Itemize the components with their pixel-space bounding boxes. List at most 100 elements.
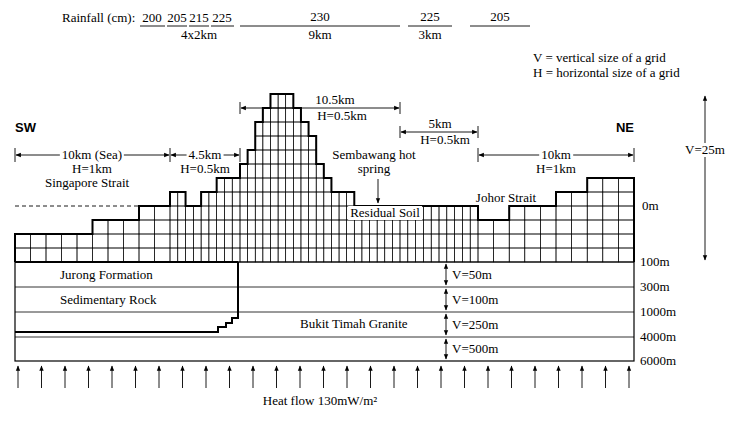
grid-cell <box>556 192 572 206</box>
grid-cell <box>331 248 339 262</box>
grid-cell <box>455 248 463 262</box>
grid-cell <box>263 248 271 262</box>
grid-cell <box>439 220 447 234</box>
heat-arrow <box>182 366 183 388</box>
grid-cell <box>286 136 294 150</box>
grid-cell <box>408 248 416 262</box>
heat-arrow <box>253 366 254 388</box>
grid-cell <box>556 206 572 220</box>
layer-name: Sedimentary Rock <box>60 293 156 307</box>
grid-cell <box>316 178 324 192</box>
grid-cell <box>201 206 209 220</box>
grid-cell <box>455 206 463 220</box>
grid-cell <box>400 234 408 248</box>
grid-cell <box>324 234 332 248</box>
grid-cell <box>108 248 124 262</box>
grid-cell <box>15 248 31 262</box>
water-name: Singapore Strait <box>45 176 129 190</box>
grid-cell <box>278 150 286 164</box>
grid-cell <box>462 234 470 248</box>
grid-cell <box>232 234 240 248</box>
grid-cell <box>385 248 393 262</box>
grid-cell <box>416 248 424 262</box>
heat-arrow <box>582 366 583 388</box>
dimension-lines <box>15 26 705 359</box>
grid-size: V=50m <box>452 268 492 282</box>
grid-cell <box>255 164 263 178</box>
grid-cell <box>324 206 332 220</box>
grid-cell <box>478 220 494 234</box>
grid-cell <box>286 206 294 220</box>
grid-cell <box>362 234 370 248</box>
grid-cell <box>232 192 240 206</box>
grid-cell <box>124 248 140 262</box>
grid-cell <box>286 122 294 136</box>
grid-cell <box>309 164 317 178</box>
grid-cell <box>370 248 378 262</box>
grid-cell <box>286 192 294 206</box>
grid-cell <box>309 192 317 206</box>
rainfall-span: 3km <box>418 28 441 42</box>
grid-cell <box>572 248 588 262</box>
grid-cell <box>431 206 439 220</box>
grid-cell <box>309 220 317 234</box>
grid-size: V=100m <box>452 293 498 307</box>
grid-cell <box>62 234 78 248</box>
grid-cell <box>618 206 634 220</box>
heat-arrow <box>300 366 301 388</box>
heat-flow-arrows <box>18 366 629 388</box>
grid-cell <box>270 234 278 248</box>
grid-cell <box>286 178 294 192</box>
grid-cell <box>509 206 525 220</box>
grid-size: H=0.5km <box>317 109 367 123</box>
grid-cell <box>431 220 439 234</box>
grid-cell <box>385 220 393 234</box>
dimension: 10.5km <box>315 93 354 107</box>
grid-cell <box>209 220 217 234</box>
grid-cell <box>603 248 619 262</box>
grid-cell <box>278 248 286 262</box>
heat-arrow <box>629 366 630 388</box>
direction: NE <box>616 121 634 135</box>
grid-cell <box>270 164 278 178</box>
grid-cell <box>240 234 248 248</box>
grid-cell <box>470 234 478 248</box>
grid-cell <box>293 206 301 220</box>
grid-cell <box>240 206 248 220</box>
grid-cell <box>301 178 309 192</box>
grid-cell <box>93 220 109 234</box>
grid-cell <box>248 206 256 220</box>
grid-cell <box>186 206 194 220</box>
grid-cell <box>301 150 309 164</box>
heat-arrow <box>112 366 113 388</box>
grid-cell <box>255 234 263 248</box>
grid-cell <box>286 94 294 108</box>
grid-cell <box>354 248 362 262</box>
grid-cell <box>293 136 301 150</box>
depth-mark: 4000m <box>640 330 676 344</box>
grid-cell <box>423 234 431 248</box>
grid-cell <box>93 248 109 262</box>
grid-cell <box>278 122 286 136</box>
grid-cell <box>392 248 400 262</box>
grid-cell <box>278 206 286 220</box>
grid-cell <box>525 220 541 234</box>
grid-cell <box>331 234 339 248</box>
grid-cell <box>170 206 178 220</box>
grid-size: V=25m <box>683 143 727 157</box>
grid-cell <box>286 220 294 234</box>
grid-cell <box>224 234 232 248</box>
grid-cell <box>270 108 278 122</box>
grid-cell <box>270 206 278 220</box>
grid-cell <box>255 192 263 206</box>
grid-cell <box>293 122 301 136</box>
model-grid <box>15 94 634 262</box>
heat-arrow <box>276 366 277 388</box>
dimension: 5km <box>428 117 451 131</box>
layer-name: Jurong Formation <box>60 268 153 282</box>
grid-cell <box>316 234 324 248</box>
grid-cell <box>286 150 294 164</box>
grid-cell <box>572 220 588 234</box>
grid-cell <box>324 248 332 262</box>
grid-cell <box>316 248 324 262</box>
